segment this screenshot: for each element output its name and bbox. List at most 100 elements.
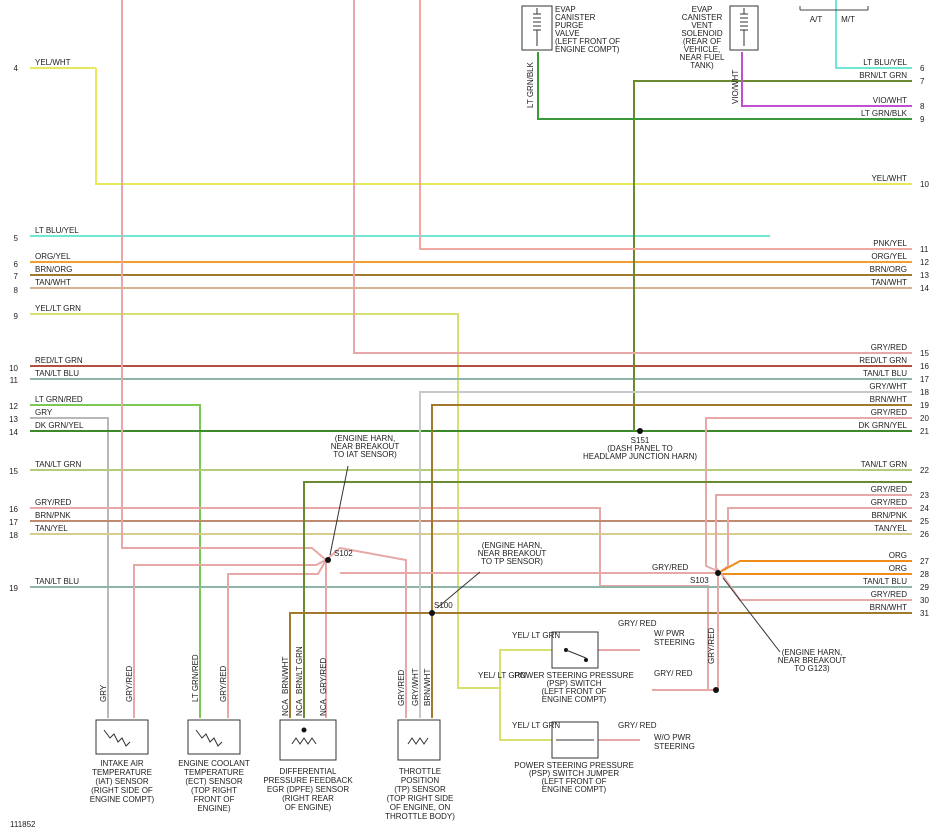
ect-wire-lt-grn-red: LT GRN/RED xyxy=(191,654,200,702)
callout-arrows xyxy=(329,465,781,653)
dpfe-wire-brn-lt-grn: BRN/LT GRN xyxy=(295,646,304,694)
ect-caption: (TOP RIGHT xyxy=(191,786,237,795)
right-circuit-number: 30 xyxy=(920,596,929,605)
psp-ret-label: GRY/ RED xyxy=(654,669,693,678)
splice-dots xyxy=(325,428,721,693)
horizontal-wires xyxy=(30,0,912,741)
wire-r20-gry-red xyxy=(705,417,912,573)
right-circuit-number: 15 xyxy=(920,349,929,358)
wire-r15-gry-red xyxy=(353,0,912,354)
arrow-s103 xyxy=(722,577,781,653)
dpfe-wire-gry-red: GRY/RED xyxy=(319,657,328,694)
psp-bot-feed-label: YEL/ LT GRN xyxy=(512,721,560,730)
psp-wo-pwr-label: STEERING xyxy=(654,742,695,751)
splice-s102-dot xyxy=(325,557,331,563)
left-circuit-number: 19 xyxy=(9,584,18,593)
right-circuit-label: GRY/RED xyxy=(871,590,908,599)
purge-valve-caption: CANISTER xyxy=(555,13,596,22)
left-circuit-number: 10 xyxy=(9,364,18,373)
arrow-s102 xyxy=(329,465,349,556)
right-circuit-number: 25 xyxy=(920,517,929,526)
wire-9-yel-lt-grn xyxy=(30,313,500,689)
iat-caption: ENGINE COMPT) xyxy=(90,795,155,804)
wire-dpfe-brn-wht xyxy=(289,612,432,718)
right-circuit-number: 17 xyxy=(920,375,929,384)
psp-top-feed-label: YEL/ LT GRN xyxy=(512,631,560,640)
right-circuit-label: VIO/WHT xyxy=(873,96,907,105)
left-circuit-label: GRY/RED xyxy=(35,498,72,507)
psp-switch-body xyxy=(551,631,599,669)
iat-caption: TEMPERATURE xyxy=(92,768,152,777)
psp-jumper-caption: (LEFT FRONT OF xyxy=(541,777,606,786)
psp-bot-return-label: GRY/ RED xyxy=(618,721,657,730)
splice-s151-desc: (DASH PANEL TO xyxy=(607,444,673,453)
left-circuit-number: 18 xyxy=(9,531,18,540)
left-circuit-label: BRN/ORG xyxy=(35,265,72,274)
iat-sensor-body xyxy=(95,719,149,755)
left-circuit-number: 14 xyxy=(9,428,18,437)
tp-caption: THROTTLE xyxy=(399,767,441,776)
left-circuit-label: TAN/LT BLU xyxy=(35,369,79,378)
right-circuit-number: 20 xyxy=(920,414,929,423)
left-circuit-label: ORG/YEL xyxy=(35,252,71,261)
purge-valve-caption: ENGINE COMPT) xyxy=(555,45,620,54)
psp-switch-caption: (PSP) SWITCH xyxy=(546,679,601,688)
right-circuit-label: BRN/PNK xyxy=(871,511,907,520)
left-circuit-number: 6 xyxy=(14,260,19,269)
splice-psp-dot xyxy=(713,687,719,693)
vent-solenoid-caption: NEAR FUEL xyxy=(680,53,725,62)
splice-s151-desc: HEADLAMP JUNCTION HARN) xyxy=(583,452,697,461)
right-circuit-label: BRN/WHT xyxy=(870,603,907,612)
psp-wo-pwr-label: W/O PWR xyxy=(654,733,691,742)
left-circuit-label: BRN/PNK xyxy=(35,511,71,520)
right-circuit-label: GRY/RED xyxy=(871,485,908,494)
psp-w-pwr-label: STEERING xyxy=(654,638,695,647)
splice-s102-label: S102 xyxy=(334,549,353,558)
right-circuit-label: TAN/LT BLU xyxy=(863,577,907,586)
vent-solenoid-caption: EVAP xyxy=(692,5,713,14)
iat-wire-gry-red: GRY/RED xyxy=(125,665,134,702)
right-circuit-label: RED/LT GRN xyxy=(859,356,907,365)
right-circuit-number: 8 xyxy=(920,102,925,111)
left-circuit-number: 16 xyxy=(9,505,18,514)
right-circuit-number: 22 xyxy=(920,466,929,475)
right-circuit-number: 13 xyxy=(920,271,929,280)
vent-solenoid-caption: SOLENOID xyxy=(681,29,723,38)
left-circuit-label: TAN/WHT xyxy=(35,278,71,287)
purge-valve-caption: VALVE xyxy=(555,29,580,38)
splice-s103-desc: TO G123) xyxy=(794,664,830,673)
purge-valve xyxy=(521,5,553,51)
wire-r27-org xyxy=(719,560,912,573)
psp-jumper-body xyxy=(551,721,599,759)
dpfe-wire-brn-wht: BRN/WHT xyxy=(281,657,290,694)
right-circuit-label: TAN/WHT xyxy=(871,278,907,287)
right-circuit-label: BRN/WHT xyxy=(870,395,907,404)
ect-sensor-body xyxy=(187,719,241,755)
psp-feed-label: YEL/ LT GRN xyxy=(478,671,526,680)
splice-s103-dot xyxy=(715,570,721,576)
ect-caption: TEMPERATURE xyxy=(184,768,244,777)
purge-valve-caption: PURGE xyxy=(555,21,583,30)
left-circuit-number: 7 xyxy=(14,272,19,281)
ect-caption: ENGINE COOLANT xyxy=(178,759,250,768)
splice-s100-desc: TO TP SENSOR) xyxy=(481,557,543,566)
ect-wire-gry-red: GRY/RED xyxy=(219,665,228,702)
splice-s102-desc: TO IAT SENSOR) xyxy=(333,450,397,459)
psp-jumper-caption: POWER STEERING PRESSURE xyxy=(514,761,634,770)
right-circuit-label: LT GRN/BLK xyxy=(861,109,908,118)
right-circuit-label: LT BLU/YEL xyxy=(863,58,907,67)
wire-13-gry xyxy=(30,417,109,718)
at-mt-switch xyxy=(799,6,869,11)
right-circuit-label: GRY/RED xyxy=(871,498,908,507)
splice-s102-desc: NEAR BREAKOUT xyxy=(331,442,400,451)
right-circuit-number: 27 xyxy=(920,557,929,566)
psp-w-pwr-label: W/ PWR xyxy=(654,629,685,638)
splice-s100-dot xyxy=(429,610,435,616)
vent-solenoid-caption: VENT xyxy=(691,21,712,30)
mt-label: M/T xyxy=(841,15,855,24)
right-circuit-label: GRY/RED xyxy=(871,343,908,352)
right-circuit-number: 11 xyxy=(920,245,929,254)
